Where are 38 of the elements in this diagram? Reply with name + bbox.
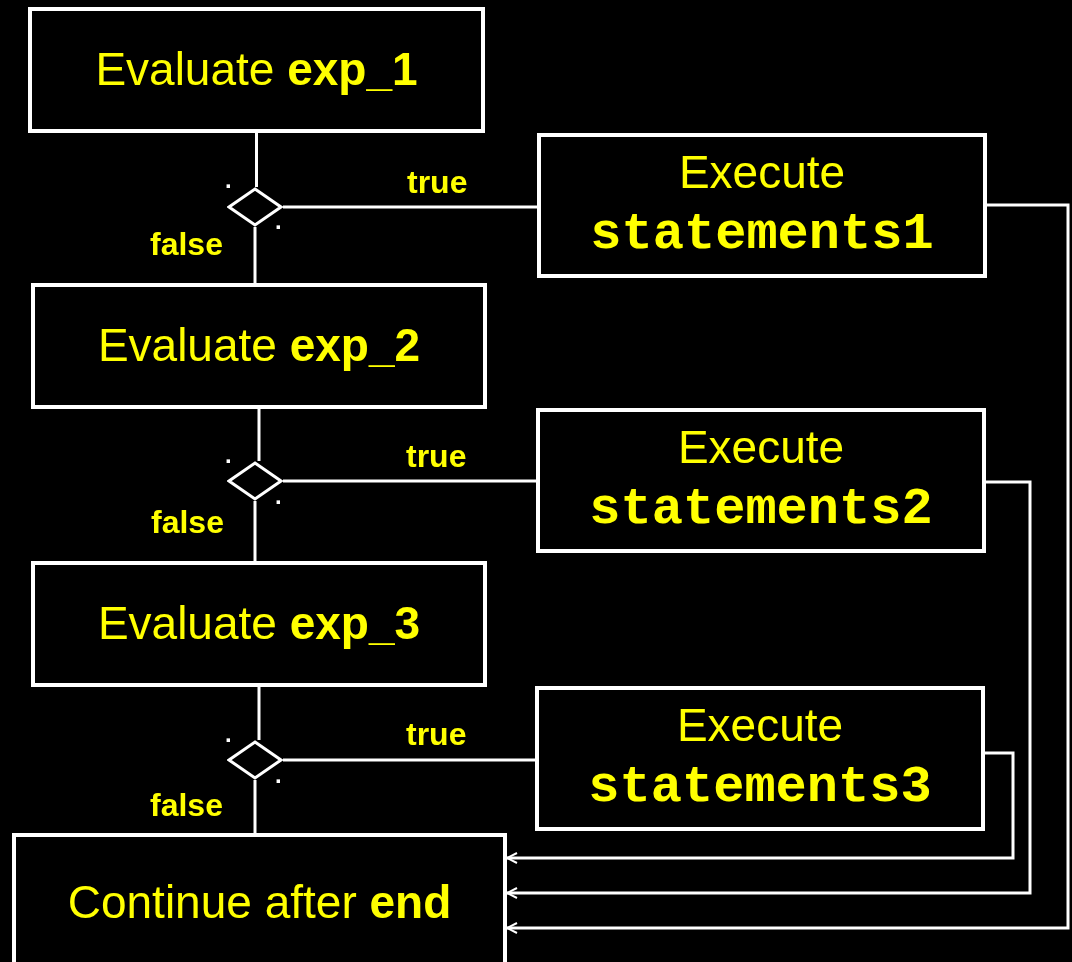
code-text: statements3 — [588, 756, 932, 819]
dot-mark: . — [225, 443, 232, 467]
connector-line — [253, 780, 257, 833]
decision-diamond — [227, 740, 283, 780]
box-text: Evaluate exp_2 — [97, 318, 421, 374]
connector-line — [257, 687, 261, 740]
process-box — [536, 408, 986, 553]
connector-line — [283, 758, 535, 762]
process-box — [12, 833, 507, 962]
box-text: Execute — [676, 698, 844, 754]
process-box — [31, 283, 487, 409]
process-box — [537, 133, 987, 278]
box-text: Execute — [678, 145, 846, 201]
dot-mark: . — [275, 484, 282, 508]
box-text: Execute — [677, 420, 845, 476]
connector-line — [253, 501, 257, 561]
dot-mark: . — [275, 763, 282, 787]
box-text: Evaluate exp_3 — [97, 596, 421, 652]
connector-line — [283, 205, 537, 209]
connector-line — [257, 409, 261, 461]
process-box — [31, 561, 487, 687]
box-text: Continue after end — [67, 875, 452, 931]
dot-mark: . — [275, 209, 282, 233]
connector-line — [283, 479, 536, 483]
arrow — [506, 203, 1070, 934]
decision-diamond — [227, 187, 283, 227]
process-box — [535, 686, 985, 831]
connector-line — [255, 133, 258, 187]
arrow — [506, 751, 1015, 864]
process-box — [28, 7, 485, 133]
dot-mark: . — [225, 722, 232, 746]
code-text: statements2 — [589, 478, 933, 541]
connector-line — [253, 227, 257, 283]
dot-mark: . — [225, 168, 232, 192]
box-text: Evaluate exp_1 — [95, 42, 418, 98]
decision-diamond — [227, 461, 283, 501]
arrow — [506, 480, 1032, 899]
code-text: statements1 — [590, 203, 934, 266]
